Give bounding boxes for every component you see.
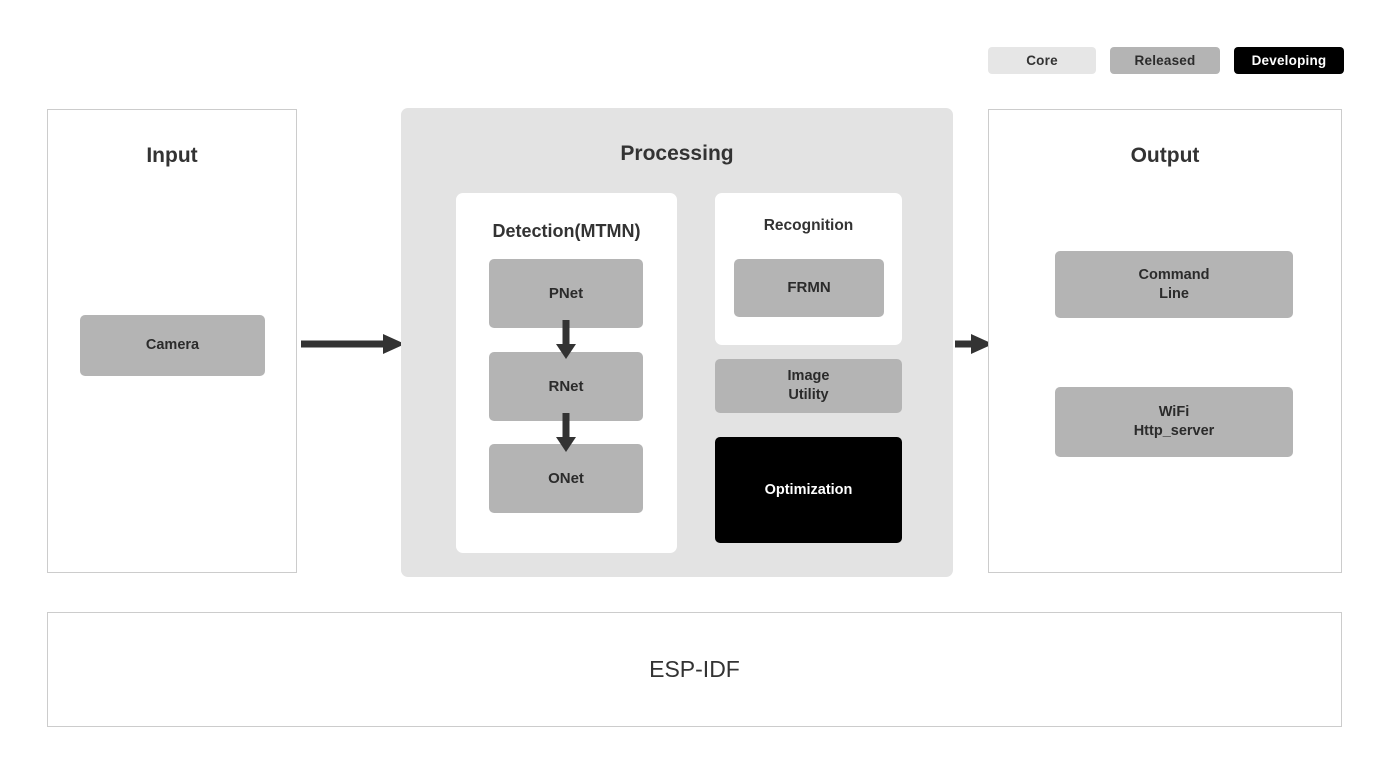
block-wifi-http-server: WiFi Http_server — [1055, 387, 1293, 457]
arrow-rnet-to-onet — [554, 413, 578, 452]
block-rnet-label: RNet — [548, 377, 584, 395]
legend-item-core: Core — [988, 47, 1096, 74]
legend-item-developing: Developing — [1234, 47, 1344, 74]
block-camera: Camera — [80, 315, 265, 376]
block-wifi-http-server-label: WiFi Http_server — [1133, 404, 1215, 439]
legend-item-developing-label: Developing — [1251, 53, 1327, 68]
output-panel-title: Output — [1130, 144, 1200, 167]
block-rnet: RNet — [489, 352, 643, 421]
legend-item-released: Released — [1110, 47, 1220, 74]
block-command-line-label: Command Line — [1138, 266, 1210, 302]
output-panel: Output Command Line WiFi Http_server — [988, 109, 1342, 573]
input-panel-title: Input — [146, 144, 198, 167]
legend-item-core-label: Core — [1026, 53, 1058, 68]
block-onet: ONet — [489, 444, 643, 513]
block-optimization: Optimization — [715, 437, 902, 543]
legend-item-released-label: Released — [1134, 53, 1196, 68]
block-onet-label: ONet — [548, 469, 584, 487]
detection-subpanel-title: Detection(MTMN) — [492, 221, 641, 241]
arrow-processing-to-output — [955, 332, 993, 356]
block-pnet: PNet — [489, 259, 643, 328]
input-panel: Input Camera — [47, 109, 297, 573]
block-command-line: Command Line — [1055, 251, 1293, 318]
block-camera-label: Camera — [145, 337, 200, 354]
foundation-panel-espidf: ESP-IDF — [47, 612, 1342, 727]
legend: Core Released Developing — [988, 47, 1344, 74]
block-image-utility-label: Image Utility — [787, 368, 830, 403]
block-optimization-label: Optimization — [764, 481, 853, 498]
block-frmn-label: FRMN — [787, 279, 831, 297]
processing-panel: Processing Detection(MTMN) PNet RNet ONe… — [401, 108, 953, 577]
block-pnet-label: PNet — [548, 284, 584, 302]
recognition-subpanel: Recognition FRMN — [715, 193, 902, 345]
detection-subpanel: Detection(MTMN) PNet RNet ONet — [456, 193, 677, 553]
processing-panel-title: Processing — [620, 142, 734, 165]
arrow-pnet-to-rnet — [554, 320, 578, 359]
recognition-subpanel-title: Recognition — [763, 217, 854, 234]
arrow-input-to-processing — [301, 332, 405, 356]
block-image-utility: Image Utility — [715, 359, 902, 413]
foundation-label: ESP-IDF — [649, 656, 740, 682]
block-frmn: FRMN — [734, 259, 884, 317]
